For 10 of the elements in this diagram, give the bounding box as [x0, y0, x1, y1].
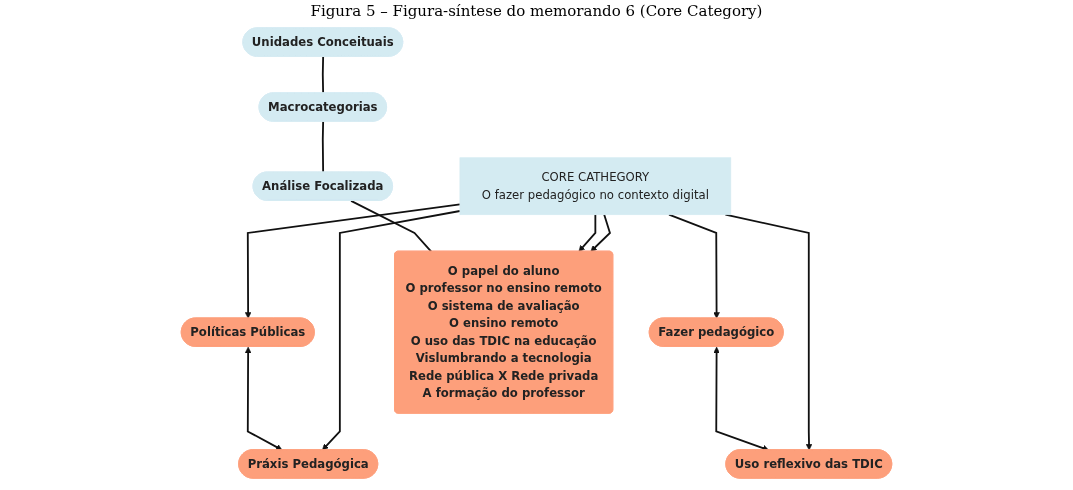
- arrow: [244, 203, 461, 319]
- arrow: [724, 213, 813, 451]
- arrow: [590, 213, 611, 252]
- figure-title: Figura 5 – Figura-síntese do memorando 6 (Core Category): [309, 2, 764, 20]
- arrow: [668, 213, 720, 319]
- arrow: [244, 346, 283, 451]
- arrow: [322, 210, 461, 451]
- arrow: [578, 213, 597, 252]
- connector: [350, 199, 433, 253]
- node-box: CORE CATHEGORY O fazer pedagógico no contexto digital: [459, 157, 732, 216]
